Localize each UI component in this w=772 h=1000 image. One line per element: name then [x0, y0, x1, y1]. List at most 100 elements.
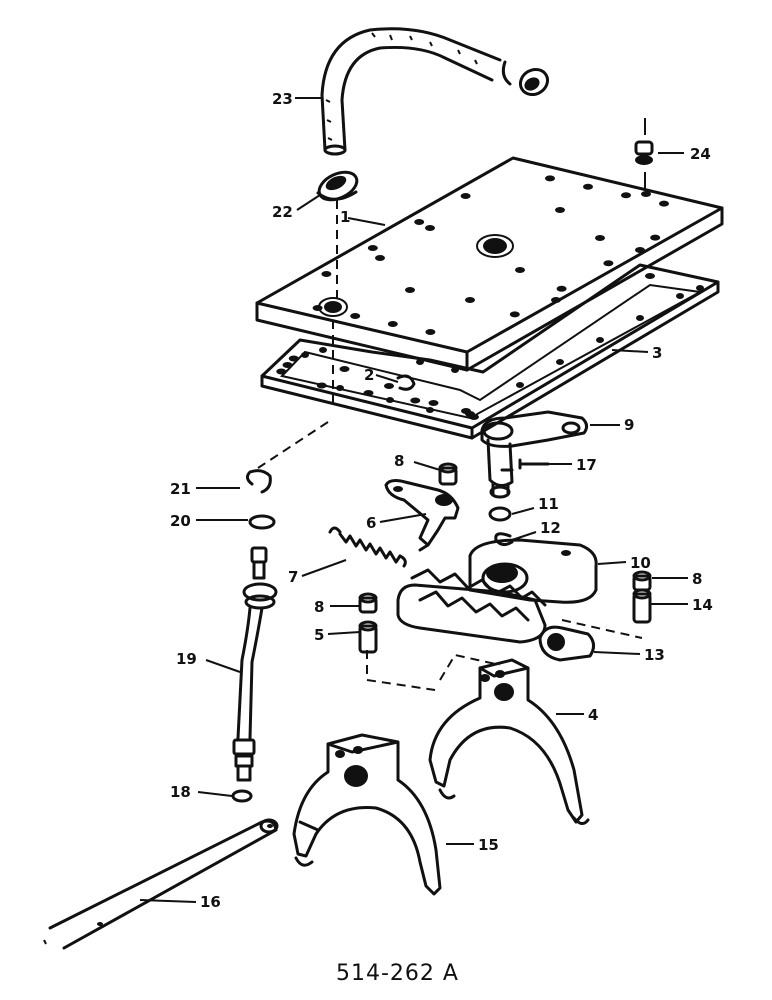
circlip	[245, 469, 272, 494]
bolt-hole	[509, 311, 520, 318]
bolt-hole	[426, 407, 434, 413]
detent-pin-right	[632, 588, 652, 624]
shift-block	[538, 625, 595, 662]
label-8-right: 8	[692, 570, 702, 588]
label-8-left: 8	[314, 598, 324, 616]
o-ring-upper	[248, 514, 276, 530]
detent-pin-left	[358, 620, 378, 654]
leader-lines	[139, 97, 688, 903]
cover-plate	[255, 156, 724, 372]
bolt-hole	[405, 287, 415, 293]
bolt-hole	[603, 260, 614, 267]
bolt-hole	[451, 367, 459, 373]
bolt-hole	[288, 355, 299, 362]
label-19: 19	[176, 650, 197, 668]
bolt-hole	[555, 207, 565, 213]
bolt-hole	[465, 297, 475, 303]
grommet	[316, 170, 359, 202]
label-6: 6	[366, 514, 376, 532]
label-7: 7	[288, 568, 298, 586]
alignment-lines	[257, 200, 643, 691]
label-17: 17	[576, 456, 597, 474]
label-12: 12	[540, 519, 561, 537]
bolt-hole	[410, 397, 421, 404]
bolt-hole	[460, 193, 471, 199]
label-2: 2	[364, 366, 374, 384]
label-20: 20	[170, 512, 191, 530]
retaining-clip	[396, 374, 416, 391]
label-1: 1	[340, 208, 350, 226]
bolt-hole	[282, 362, 293, 368]
bolt-hole	[556, 285, 567, 292]
shift-rod	[43, 818, 279, 950]
bolt-hole	[676, 293, 684, 299]
spring	[328, 526, 407, 568]
bolt-hole	[595, 235, 605, 241]
plug	[634, 118, 654, 197]
label-13: 13	[644, 646, 665, 664]
bolt-hole	[621, 192, 631, 199]
label-10: 10	[630, 554, 651, 572]
bolt-hole	[387, 321, 398, 327]
label-8-upper: 8	[394, 452, 404, 470]
bolt-hole	[414, 219, 425, 225]
bolt-hole	[516, 382, 524, 388]
shift-fork-rear	[428, 658, 590, 825]
washer	[488, 506, 512, 522]
bolt-hole	[650, 234, 661, 241]
bolt-hole	[301, 352, 309, 358]
label-15: 15	[478, 836, 499, 854]
bolt-hole	[461, 408, 471, 414]
bolt-hole	[319, 347, 327, 353]
bolt-hole	[583, 183, 593, 190]
label-18: 18	[170, 783, 191, 801]
bolt-hole	[386, 397, 394, 403]
label-5: 5	[314, 626, 324, 644]
bolt-hole	[425, 225, 435, 231]
o-ring-lower	[231, 789, 253, 803]
gasket	[260, 263, 720, 440]
label-9: 9	[624, 416, 634, 434]
bushing-upper	[438, 462, 458, 486]
bolt-hole	[596, 337, 604, 343]
label-24: 24	[690, 145, 711, 163]
hose-clamp	[501, 60, 550, 97]
shift-fork-front	[292, 733, 442, 896]
bolt-hole	[515, 267, 525, 273]
bushing-right	[632, 570, 652, 592]
bolt-hole	[336, 385, 344, 391]
bolt-hole	[316, 382, 327, 389]
label-23: 23	[272, 90, 293, 108]
bolt-hole	[545, 175, 555, 182]
selector-arm	[384, 479, 460, 552]
bolt-hole	[635, 247, 645, 253]
bolt-hole	[428, 400, 439, 406]
bolt-hole	[425, 329, 436, 335]
drawing-reference: 514-262 A	[336, 961, 459, 986]
bolt-hole	[321, 271, 332, 277]
bolt-hole	[659, 200, 669, 207]
part-labels: 23 22 24 1 3 2 9 8 17 11 6 12 10 7 8 14 …	[170, 90, 713, 911]
bolt-hole	[384, 383, 394, 389]
breather-hose	[320, 27, 502, 156]
bolt-hole	[375, 255, 385, 261]
label-11: 11	[538, 495, 559, 513]
snap-ring	[494, 532, 514, 547]
label-14: 14	[692, 596, 713, 614]
label-22: 22	[272, 203, 293, 221]
bolt-hole	[696, 285, 704, 291]
bolt-hole	[276, 368, 287, 375]
bolt-hole	[416, 359, 424, 365]
shift-lever	[480, 410, 589, 499]
bushing-left	[358, 592, 378, 614]
bolt-hole	[339, 366, 350, 372]
label-4: 4	[588, 706, 598, 724]
breather-tube	[232, 546, 278, 782]
label-21: 21	[170, 480, 191, 498]
bolt-hole	[350, 313, 361, 319]
bolt-hole	[556, 359, 564, 365]
bolt-hole	[551, 297, 561, 303]
bolt-hole	[367, 245, 378, 251]
bolt-hole	[363, 390, 374, 396]
roll-pin	[518, 458, 550, 470]
